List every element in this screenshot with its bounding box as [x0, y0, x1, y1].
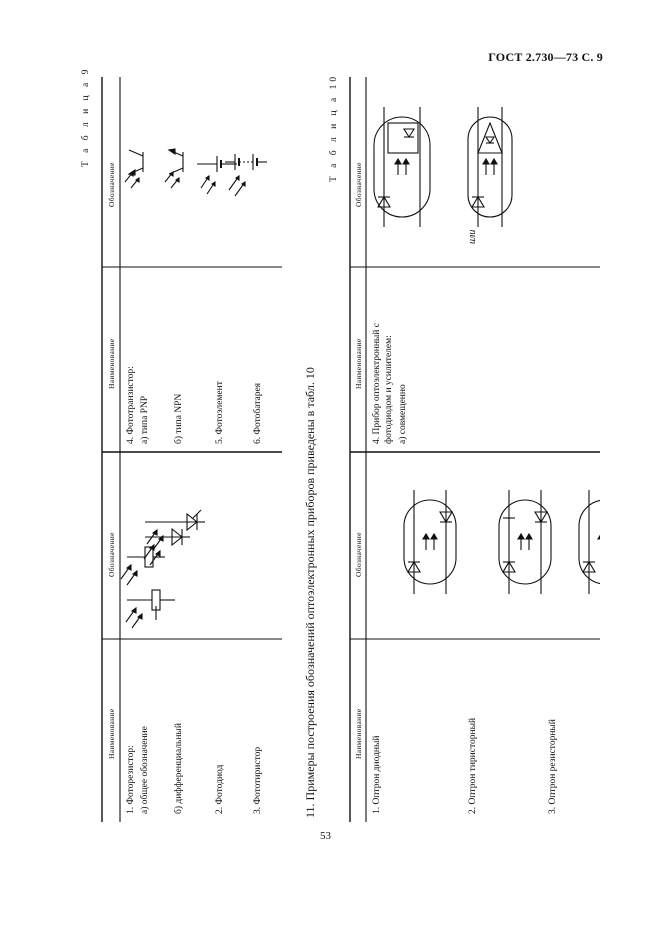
t9-rrow4-line1: 6. Фотобатарея: [253, 382, 263, 444]
table9-rules: [101, 77, 282, 822]
table9-header-symbol-right: Обозначение: [107, 162, 116, 207]
optodevice-amplifier-symbol-b: [467, 107, 513, 227]
photobattery-symbol: [225, 154, 267, 197]
rotated-content: Т а б л и ц а 9 Наименование Обозначение…: [81, 67, 600, 822]
optocoupler-resistor-symbol: [578, 490, 600, 594]
t9-rrow2-line1: б) типа NPN: [174, 393, 184, 444]
t10-rrow-line3: а) совмещенно: [398, 384, 408, 444]
table10-header-name-right: Наименование: [354, 338, 363, 389]
photocell-symbol: [197, 156, 237, 195]
table10-header-name-left: Наименование: [354, 708, 363, 759]
phototransistor-pnp-symbol: [124, 149, 144, 189]
table10-caption: Т а б л и ц а 10: [329, 73, 339, 182]
photoresistor-differential-symbol: [125, 589, 175, 629]
section-11-text: 11. Примеры построения обозначений оптоэ…: [303, 367, 317, 818]
t9-row3-line1: 2. Фотодиод: [215, 764, 225, 814]
photodiode-symbol: [143, 527, 190, 566]
photoresistor-symbol: [120, 546, 165, 586]
t9-row2-line1: б) дифференциальный: [174, 723, 184, 814]
table9-header-symbol-left: Обозначение: [107, 532, 116, 577]
optocoupler-diode-symbol: [403, 490, 457, 594]
table10-header-symbol-left: Обозначение: [354, 532, 363, 577]
photothyristor-symbol: [145, 509, 205, 551]
table9-header-name-right: Наименование: [107, 338, 116, 389]
t9-rrow1-line2: а) типа PNP: [140, 395, 150, 444]
document-header: ГОСТ 2.730—73 С. 9: [488, 50, 603, 64]
table10-header-symbol-right: Обозначение: [354, 162, 363, 207]
t9-row4-line1: 3. Фототиристор: [253, 746, 263, 814]
table9-caption: Т а б л и ц а 9: [81, 66, 91, 167]
t10-rrow-line2: фотодиодом и усилителем:: [384, 335, 394, 444]
phototransistor-npn-symbol: [164, 148, 184, 189]
t9-rrow3-line1: 5. Фотоэлемент: [215, 381, 225, 444]
table9-header-name-left: Наименование: [107, 708, 116, 759]
or-label: или: [467, 229, 478, 244]
t10-row3: 3. Оптрон резисторный: [548, 719, 558, 814]
table10-rules: [349, 77, 600, 822]
t10-rrow-line1: 4. Прибор оптоэлектронный с: [372, 323, 382, 444]
optodevice-amplifier-symbol-a: [373, 107, 431, 227]
t10-row2: 2. Оптрон тиристорный: [468, 717, 478, 814]
t10-row1: 1. Оптрон диодный: [372, 735, 382, 814]
t9-row1-line2: а) общее обозначение: [140, 726, 150, 814]
page-number: 53: [320, 830, 331, 842]
tables-drawing: [101, 77, 600, 822]
t9-row1-line1: 1. Фоторезистор:: [126, 745, 136, 814]
t9-rrow1-line1: 4. Фототранзистор:: [126, 366, 136, 444]
optocoupler-thyristor-symbol: [498, 490, 552, 594]
